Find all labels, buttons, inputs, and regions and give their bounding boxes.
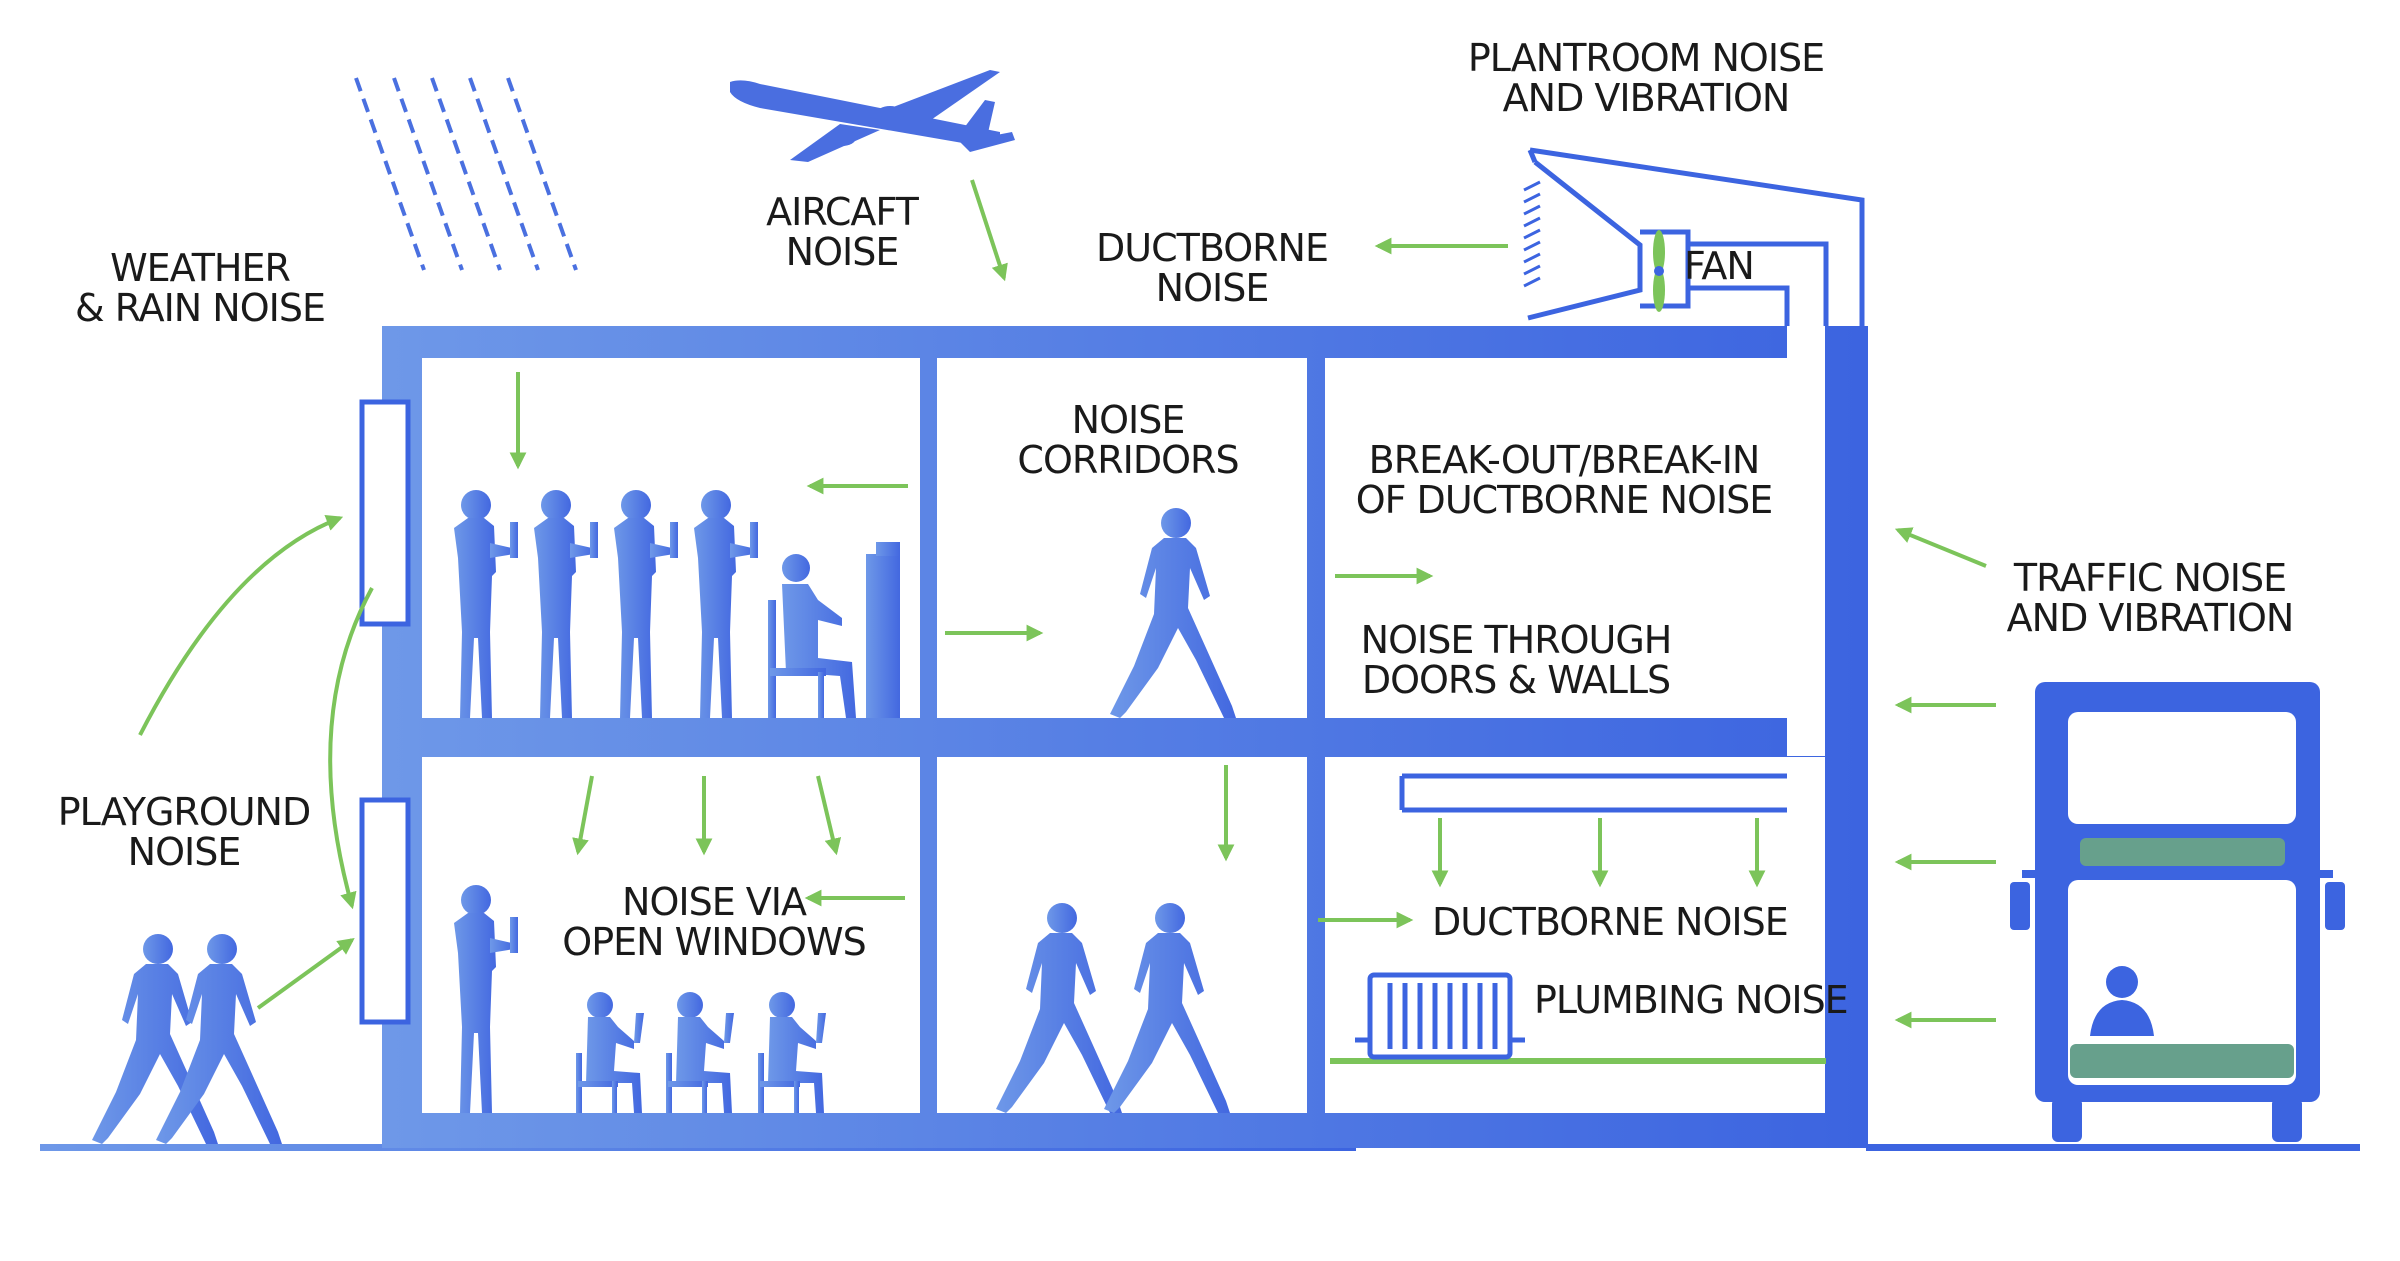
label-open-windows-line1: NOISE VIA <box>622 880 807 924</box>
airplane-icon <box>730 70 1015 162</box>
double-decker-bus-icon <box>2010 682 2345 1142</box>
people-playground <box>92 934 282 1144</box>
arrow-playground-upper <box>138 514 344 736</box>
label-open-windows-line2: OPEN WINDOWS <box>562 920 866 964</box>
plantroom-louvre <box>1523 180 1541 288</box>
label-plantroom-line1: PLANTROOM NOISE <box>1467 36 1825 80</box>
walking-person-icon <box>92 934 218 1144</box>
noise-arrows <box>138 179 1996 1029</box>
fan-icon <box>1653 230 1665 312</box>
rain-icon <box>354 77 578 271</box>
label-ductborne-top-line2: NOISE <box>1155 266 1270 310</box>
arrow-lower-3 <box>816 775 842 856</box>
walking-person-icon <box>156 934 282 1144</box>
label-aircraft-line2: NOISE <box>785 230 900 274</box>
arrow-lower-1 <box>572 775 594 856</box>
label-ductborne-top-line1: DUCTBORNE <box>1096 226 1329 270</box>
seated-person-icon <box>768 542 900 718</box>
people-upper-classroom <box>454 490 900 718</box>
plumbing-pipe <box>1330 1058 1826 1064</box>
arrow-aircraft <box>970 179 1008 282</box>
room-lower-corridor <box>937 757 1307 1113</box>
room-corridor <box>937 358 1307 718</box>
label-fan: FAN <box>1684 244 1755 288</box>
arrow-traffic-1 <box>1894 527 1987 568</box>
room-lower-right <box>1325 757 1825 1113</box>
duct-riser <box>1787 326 1825 756</box>
label-traffic-line2: AND VIBRATION <box>2006 596 2295 640</box>
label-plumbing: PLUMBING NOISE <box>1534 978 1849 1022</box>
label-playground-line2: NOISE <box>127 830 242 874</box>
radiator-icon <box>1355 972 1525 1060</box>
room-upper-right <box>1325 358 1787 718</box>
label-noise-corridors-line1: NOISE <box>1071 398 1186 442</box>
label-plantroom-line2: AND VIBRATION <box>1502 76 1791 120</box>
window-lower <box>359 797 411 1025</box>
label-doors-walls-line2: DOORS & WALLS <box>1361 658 1671 702</box>
label-ductborne-low: DUCTBORNE NOISE <box>1432 900 1789 944</box>
label-weather-line1: WEATHER <box>110 246 291 290</box>
label-doors-walls-line1: NOISE THROUGH <box>1360 618 1673 662</box>
plantroom <box>1527 147 1865 326</box>
label-traffic-line1: TRAFFIC NOISE <box>2013 556 2287 600</box>
label-playground-line1: PLAYGROUND <box>57 790 311 834</box>
ground-line-right <box>1866 1144 2360 1151</box>
arrow-window-lower <box>328 587 374 910</box>
label-aircraft-line1: AIRCAFT <box>766 190 919 234</box>
label-breakout-line1: BREAK-OUT/BREAK-IN <box>1368 438 1761 482</box>
label-noise-corridors-line2: CORRIDORS <box>1017 438 1239 482</box>
window-upper <box>359 399 411 627</box>
duct-branch <box>1402 773 1787 813</box>
arrow-playground-lower <box>256 938 355 1010</box>
label-breakout-line2: OF DUCTBORNE NOISE <box>1355 478 1774 522</box>
label-weather-line2: & RAIN NOISE <box>75 286 326 330</box>
